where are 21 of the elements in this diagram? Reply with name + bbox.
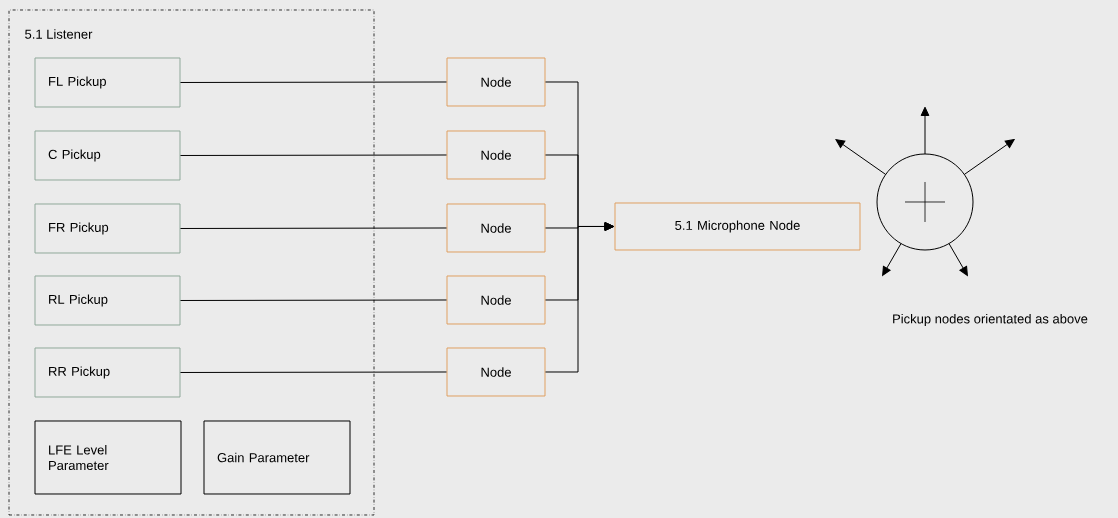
parameter-box: LFE Level Parameter xyxy=(34,420,182,495)
connector xyxy=(545,222,614,373)
node-box: Node xyxy=(446,203,546,253)
pickup-box: FL Pickup xyxy=(34,57,181,108)
connector xyxy=(180,299,447,301)
node-box: Node xyxy=(446,130,546,180)
node-box: Node xyxy=(446,275,546,325)
node-box: Node xyxy=(446,347,546,397)
note-text: Pickup nodes orientated as above xyxy=(893,313,1088,327)
pickup-box: C Pickup xyxy=(34,130,181,181)
connector xyxy=(180,81,447,83)
pickup-box: RR Pickup xyxy=(34,347,181,398)
circle-symbol xyxy=(876,153,974,251)
connector xyxy=(180,227,447,229)
node-box: 5.1 Microphone Node xyxy=(614,202,861,251)
pickup-box: RL Pickup xyxy=(34,275,181,326)
node-box: Node xyxy=(446,57,546,107)
connector xyxy=(180,371,447,373)
connector xyxy=(180,154,447,156)
parameter-box: Gain Parameter xyxy=(203,420,351,495)
pickup-box: FR Pickup xyxy=(34,203,181,254)
